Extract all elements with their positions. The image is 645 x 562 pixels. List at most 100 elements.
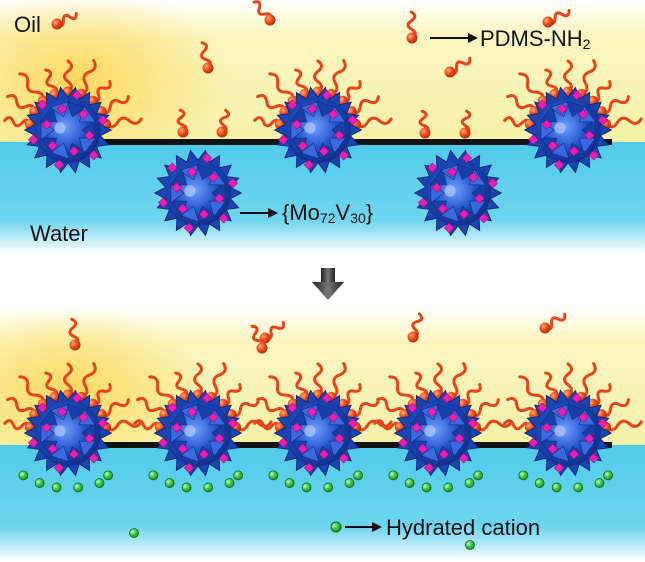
cluster-cap [78, 109, 89, 120]
polymer-chain [591, 383, 612, 406]
cluster-cap [177, 203, 188, 214]
polymer-chain [99, 398, 130, 418]
green-sphere-icon [594, 478, 605, 488]
cluster-cap [578, 412, 589, 423]
cluster-cap [571, 392, 583, 404]
cluster-cap [553, 159, 565, 171]
polymer-chain-icon [539, 312, 567, 334]
green-sphere-icon [148, 470, 159, 481]
cluster-facet [49, 142, 70, 160]
cluster-cap [28, 437, 39, 448]
cluster-cap [556, 103, 568, 115]
cluster-cap [167, 162, 178, 174]
polymer-chain [329, 362, 347, 399]
cluster-cap [68, 448, 80, 460]
polymer-chain [256, 397, 287, 417]
cluster-cap [218, 452, 229, 464]
green-sphere-icon [164, 478, 175, 488]
cluster-cap [537, 402, 548, 414]
cluster-cap [443, 222, 455, 234]
cluster-cap [227, 418, 238, 429]
polymer-chain [253, 116, 282, 128]
polymer-chain-icon [542, 9, 571, 28]
polymer-chain [221, 383, 242, 406]
cluster-label: {Mo72V30} [282, 200, 373, 226]
polyoxometalate-cluster-icon [133, 362, 273, 477]
down-arrow-icon [312, 268, 344, 300]
cluster-label-prefix: {Mo [282, 200, 320, 225]
cluster-cap [597, 418, 608, 429]
polymer-chain [599, 398, 630, 418]
cluster-facet [299, 142, 320, 160]
ligand-head [51, 18, 63, 30]
cluster-cap [201, 152, 213, 164]
polymer-chain [253, 419, 282, 431]
polyoxometalate-cluster-icon [503, 59, 643, 174]
ligand-legend: PDMS-NH2 [430, 26, 591, 52]
polymer-chain [544, 371, 559, 399]
ligand-head [216, 126, 228, 138]
cluster-cap [84, 130, 95, 141]
bottom-clusters [3, 362, 643, 477]
cluster-cap [218, 212, 229, 224]
cluster-cap [338, 452, 349, 464]
cluster-cap [41, 119, 52, 130]
polymer-chain [104, 116, 143, 129]
green-sphere-icon [284, 478, 295, 488]
green-sphere-icon [421, 482, 432, 493]
cluster-cap [208, 412, 219, 423]
cluster-cap [347, 115, 358, 126]
polymer-chain [406, 10, 417, 40]
cluster-cap [71, 392, 83, 404]
ligand-head [202, 62, 214, 74]
cation-label: Hydrated cation [386, 515, 540, 540]
cluster-cap [437, 203, 448, 214]
polymer-chain-icon [216, 108, 231, 138]
cluster-cap [321, 89, 333, 101]
polymer-chain [474, 419, 513, 432]
ligand-head [444, 66, 456, 78]
cluster-facet [49, 445, 70, 463]
cluster-cap [478, 212, 489, 224]
cluster-cap [528, 437, 539, 448]
polymer-chain [256, 94, 287, 114]
ligand-label-sub: 2 [583, 36, 591, 52]
polymer-chain [18, 375, 45, 406]
cluster-cap [278, 437, 289, 448]
polymer-chain [79, 59, 97, 96]
ligand-head [264, 14, 276, 26]
cluster-cap [528, 134, 539, 145]
cluster-cap [431, 182, 442, 193]
cluster-cap [467, 418, 478, 429]
cluster-cap [183, 462, 195, 474]
cluster-cap [448, 412, 459, 423]
polymer-chain [99, 95, 130, 115]
green-sphere-icon [404, 478, 415, 488]
ligand-head [539, 322, 551, 334]
green-sphere-icon [18, 470, 29, 481]
ligand-legend-arrowhead [468, 33, 478, 43]
green-sphere-icon [129, 528, 139, 538]
polymer-chain [563, 362, 573, 397]
cluster-cap [411, 422, 422, 433]
green-sphere-icon [573, 482, 584, 493]
cluster-cap [287, 99, 298, 111]
polymer-chain [341, 383, 362, 406]
green-sphere-icon [353, 470, 364, 481]
ligand-label-main: PDMS-NH [480, 26, 583, 51]
polymer-chain [579, 362, 597, 399]
polymer-chain [313, 59, 323, 94]
cluster-cap [158, 437, 169, 448]
polymer-chain [604, 419, 643, 432]
bottom-panel: Hydrated cation [0, 305, 645, 562]
polymer-chain [294, 68, 309, 96]
cluster-cap [541, 422, 552, 433]
polyoxometalate-cluster-icon [3, 59, 143, 174]
cluster-cap [171, 182, 182, 193]
cluster-cap [214, 193, 225, 204]
cluster-cap [568, 145, 580, 157]
polymer-chain [18, 72, 45, 103]
polymer-chain [91, 383, 112, 406]
green-sphere-icon [464, 478, 475, 488]
cluster-highlight [554, 122, 566, 134]
